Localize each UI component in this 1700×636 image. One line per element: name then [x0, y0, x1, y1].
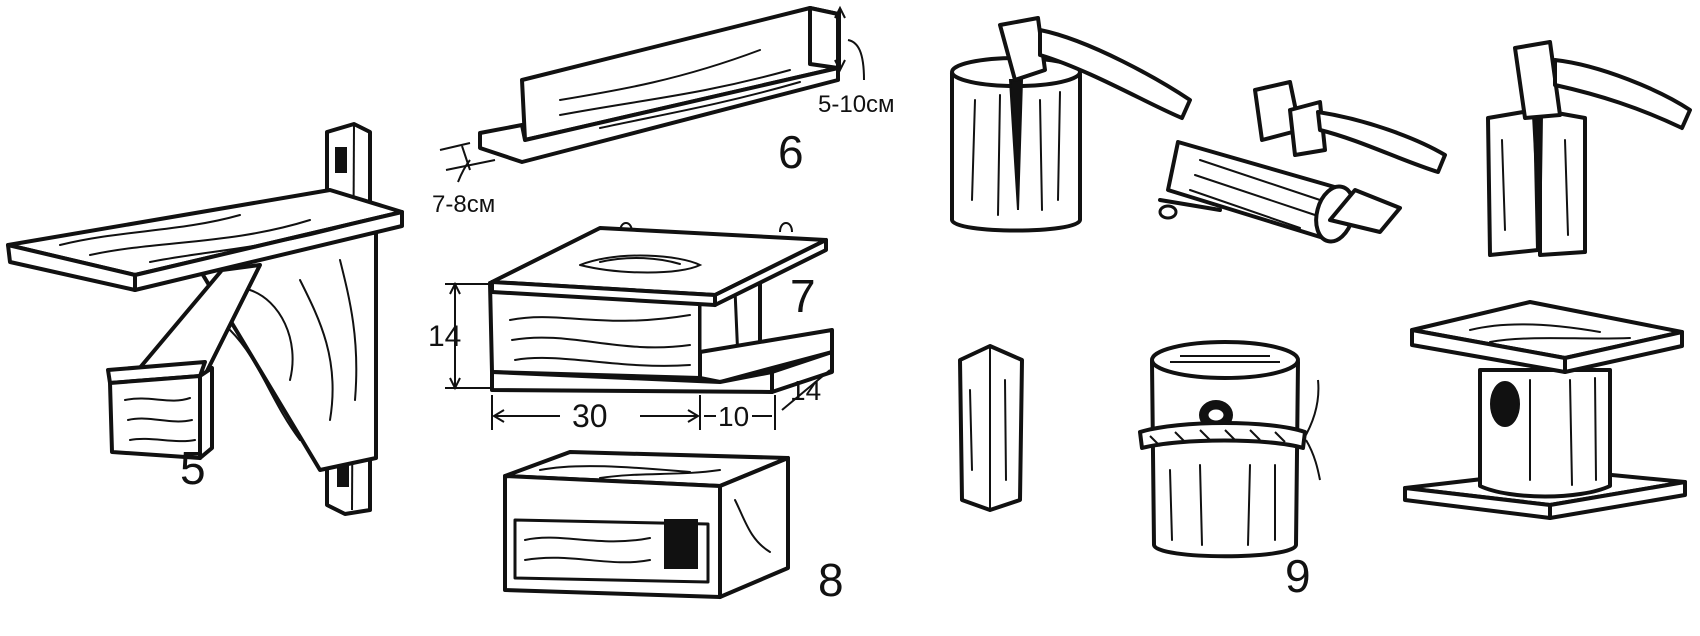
height-label: 5-10см: [818, 91, 895, 118]
finished-log-house: [1403, 300, 1687, 520]
figure-8-closed-box: 8: [503, 450, 844, 606]
log-splitting: [1158, 80, 1447, 244]
figure-7-open-box: 14 30 10 14 7: [428, 222, 834, 434]
hollowed-board: [958, 344, 1024, 512]
axe-handle: [1038, 28, 1192, 120]
porch-label: 10: [718, 401, 749, 432]
dimension-width: 7-8см: [432, 142, 496, 218]
axe-head: [1513, 40, 1562, 120]
hanger-hook: [779, 222, 793, 233]
roof: [6, 188, 404, 292]
axe-head: [998, 16, 1047, 82]
dimension-length: 30 10: [491, 395, 776, 434]
bound-log: [1138, 340, 1321, 559]
porch: [698, 328, 834, 384]
entrance-hole: [1490, 381, 1520, 427]
figure-6-trough: 5-10см 7-8см 6: [432, 5, 895, 218]
figure-5-wall-feeder: 5: [6, 122, 404, 516]
depth-label: 14: [790, 375, 821, 406]
figure-number: 8: [818, 554, 844, 606]
axe-head: [1288, 100, 1327, 157]
box-side: [718, 456, 790, 599]
dimension-height: 5-10см: [818, 5, 895, 118]
height-label: 14: [428, 320, 461, 353]
dimension-depth: 14: [781, 369, 831, 411]
tray: [106, 360, 214, 460]
split-log-halves: [1486, 40, 1692, 257]
entrance-hole: [664, 519, 698, 569]
rope-binding: [1138, 421, 1307, 450]
figure-number: 7: [790, 270, 816, 322]
dimension-height: 14: [428, 281, 490, 391]
log-with-axe: [949, 16, 1192, 233]
width-label: 7-8см: [432, 191, 495, 218]
figure-number: 9: [1285, 550, 1311, 602]
figure-9-log-house: 9: [949, 16, 1692, 602]
length-label: 30: [572, 398, 608, 434]
figure-number: 5: [180, 442, 206, 494]
figure-number: 6: [778, 126, 804, 178]
axe-handle: [1553, 58, 1692, 130]
axe-handle: [1316, 110, 1447, 174]
